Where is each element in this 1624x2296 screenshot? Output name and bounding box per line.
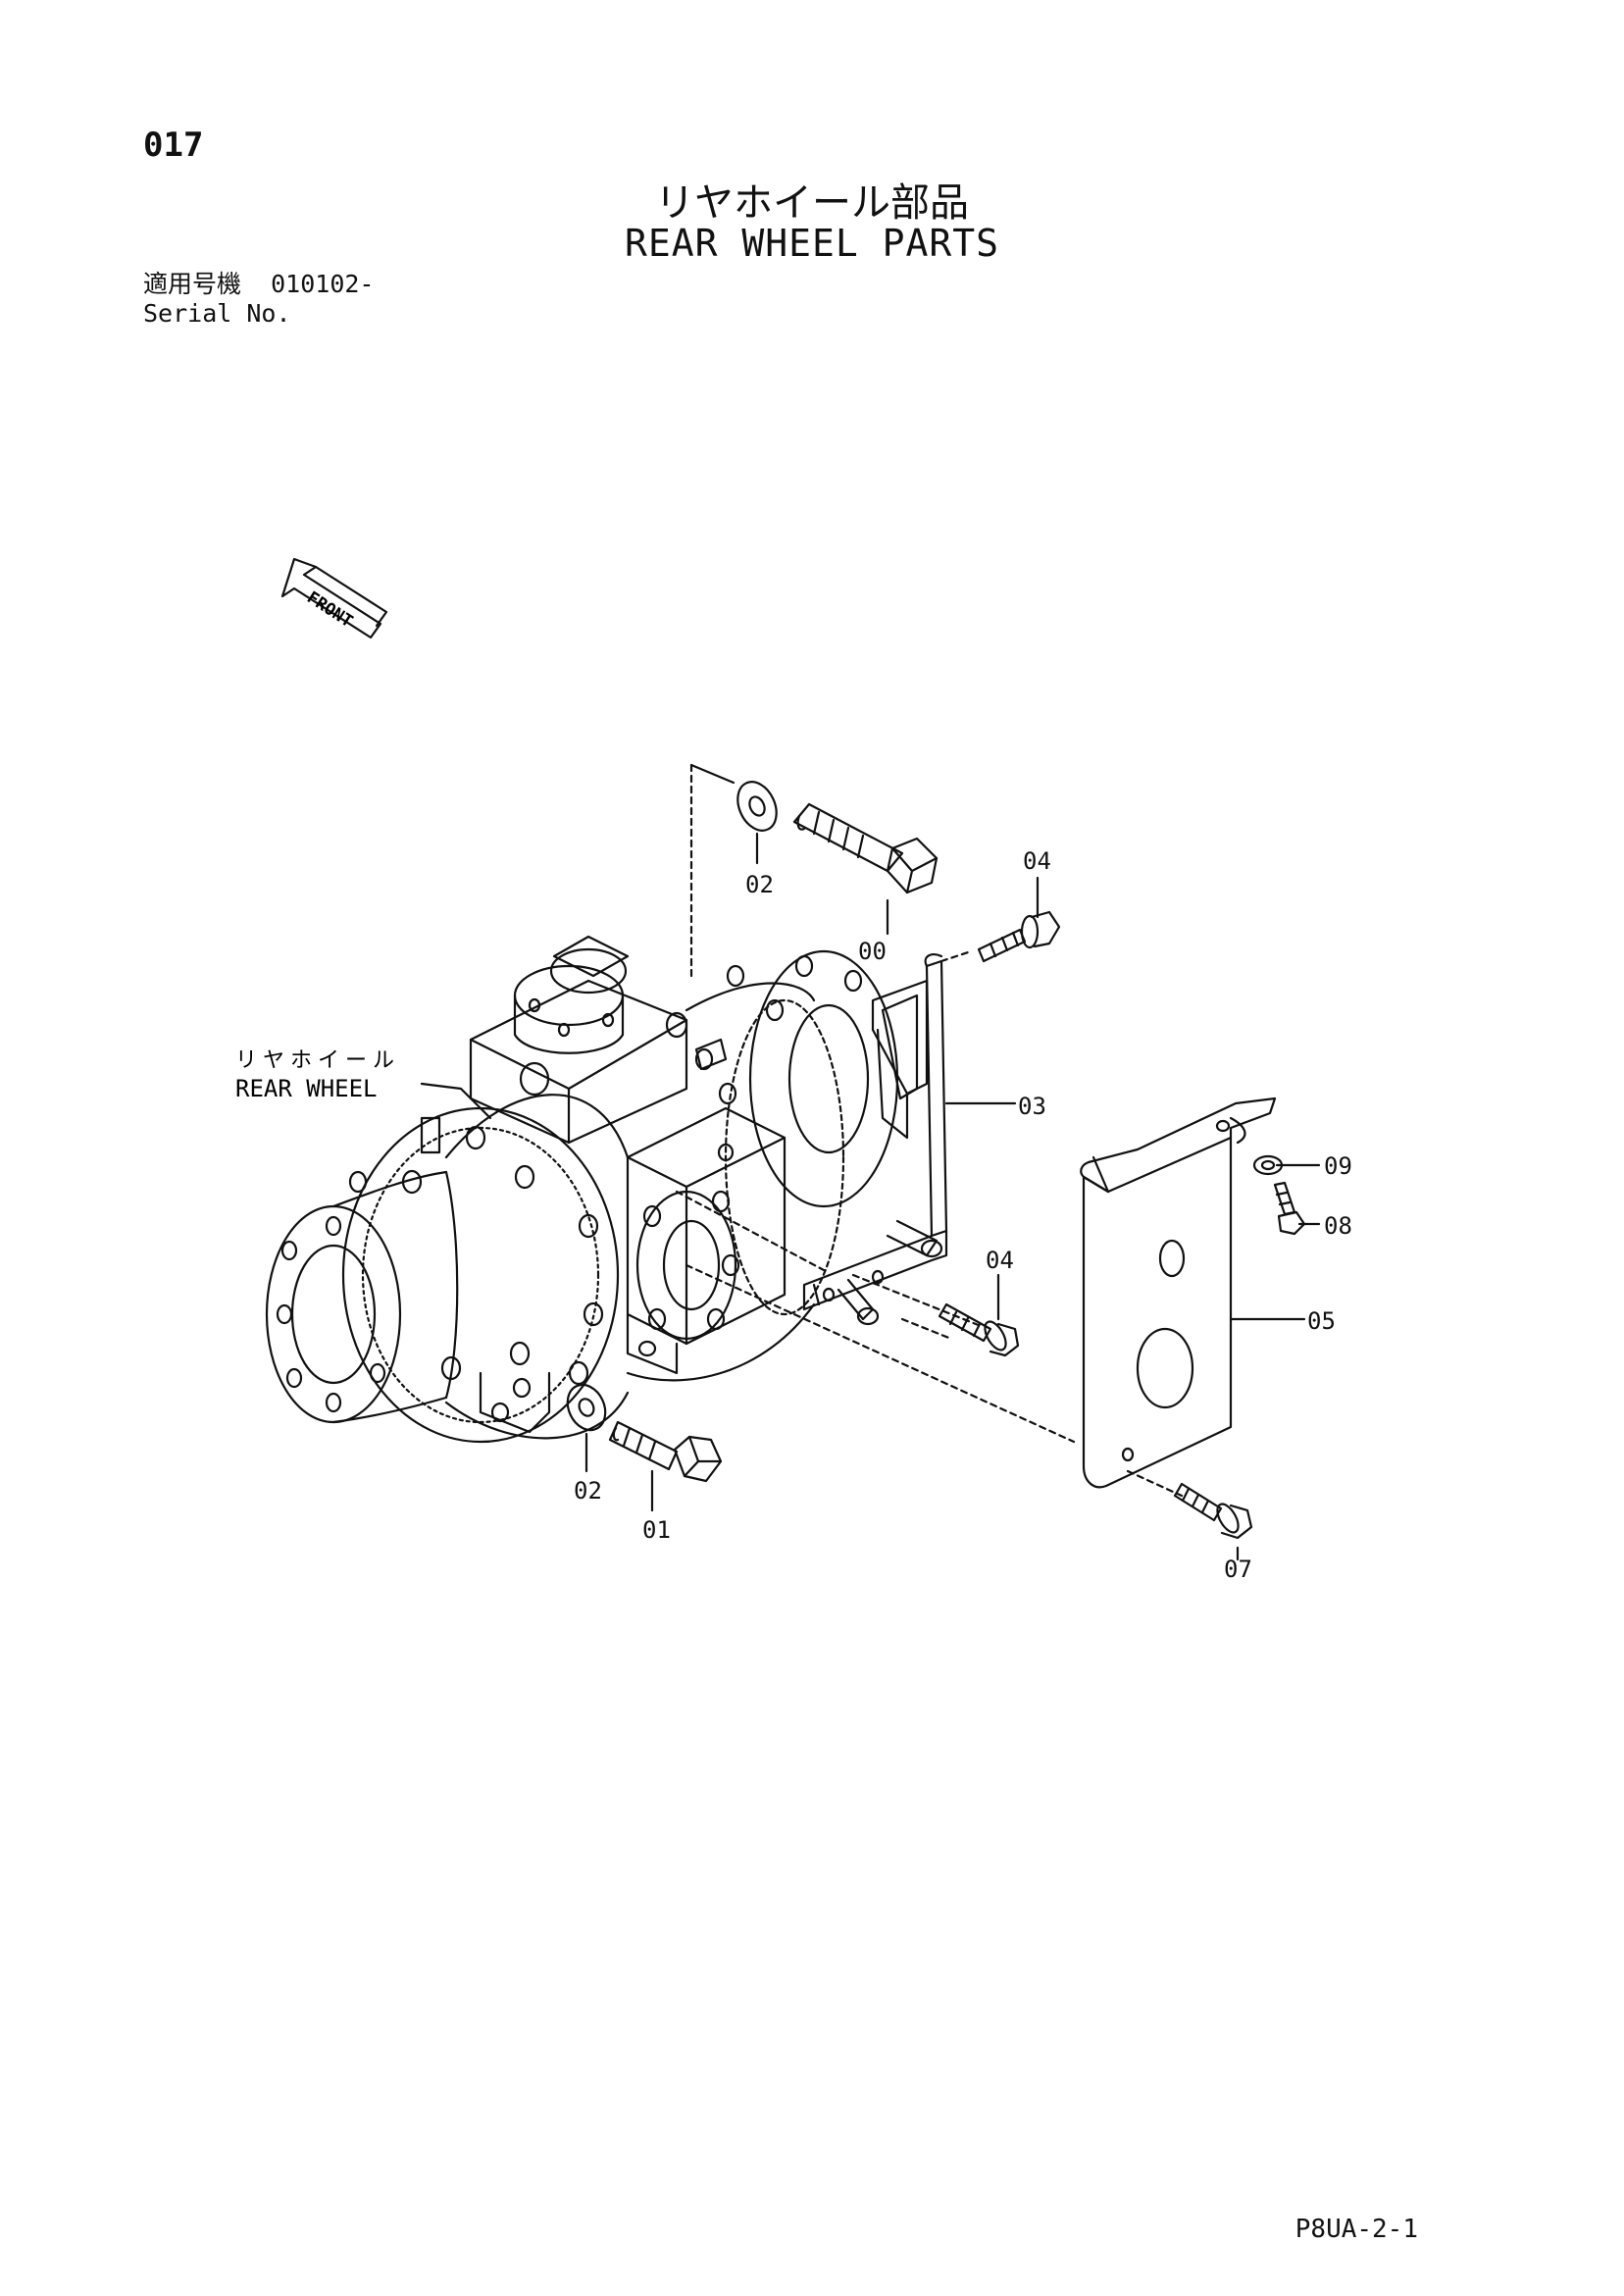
callout-03: 03 [1018, 1093, 1046, 1120]
bolt-04-top [977, 910, 1061, 963]
page-number: 017 [143, 126, 204, 165]
plate-05 [1080, 1097, 1277, 1489]
callout-04-lower: 04 [986, 1247, 1014, 1274]
serial-block: 適用号機 010102- Serial No. [143, 270, 374, 329]
bolt-07 [1173, 1482, 1253, 1540]
serial-label-en: Serial No. [143, 299, 291, 328]
callout-01: 01 [642, 1516, 671, 1544]
front-label: FRONT [303, 587, 356, 632]
callout-09: 09 [1324, 1152, 1352, 1180]
washer-02-lower [566, 1383, 607, 1432]
assembly-label-jp: リヤホイール [235, 1048, 400, 1073]
bolt-08 [1273, 1181, 1306, 1236]
callout-04-top: 04 [1023, 847, 1051, 875]
callout-02-lower: 02 [574, 1477, 602, 1505]
washer-02-top [736, 781, 778, 832]
bolt-01 [608, 1420, 723, 1483]
bracket-03 [802, 952, 948, 1326]
callout-00: 00 [858, 938, 887, 965]
callout-05: 05 [1307, 1307, 1336, 1335]
front-arrow-icon [280, 557, 388, 639]
serial-value: 010102- [271, 270, 375, 298]
bolt-04-lower [938, 1302, 1020, 1357]
assembly-label-en: REAR WHEEL [235, 1075, 378, 1102]
page-reference: P8UA-2-1 [1294, 2215, 1418, 2244]
page-title-jp: リヤホイール部品 [655, 180, 969, 226]
callout-08: 08 [1324, 1212, 1352, 1240]
callout-02-top: 02 [745, 871, 774, 898]
serial-label-jp: 適用号機 [143, 270, 242, 298]
callout-07: 07 [1224, 1556, 1252, 1583]
rear-wheel-body [265, 935, 899, 1444]
page-title-en: REAR WHEEL PARTS [624, 222, 1000, 265]
bolt-00 [792, 802, 939, 894]
